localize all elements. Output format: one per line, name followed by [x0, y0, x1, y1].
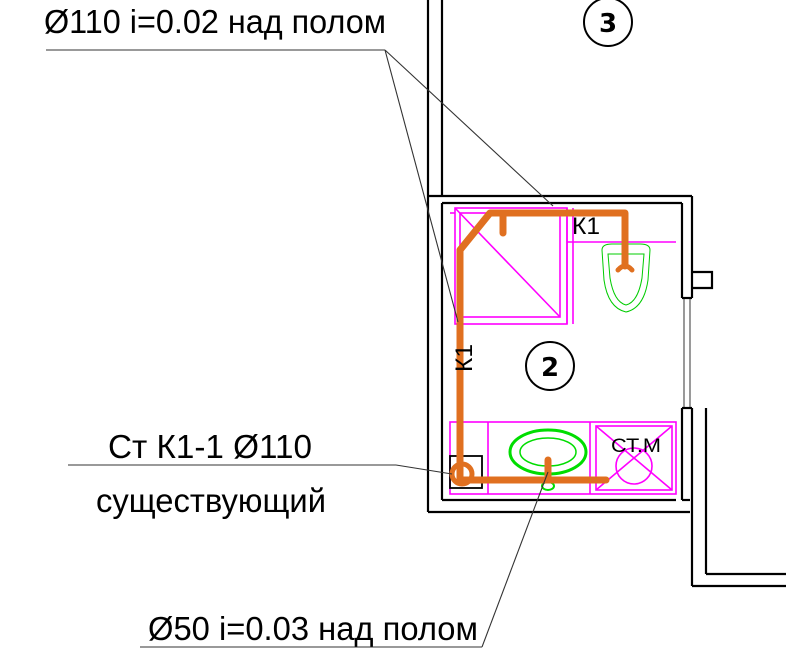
pipe-top-callout: Ø110 i=0.02 над полом [44, 3, 386, 40]
opening [683, 298, 691, 408]
room-3-circle [583, 0, 633, 47]
pipe-bottom-run [456, 468, 610, 484]
riser-note: существующий [96, 482, 326, 519]
pipe-main-run [456, 209, 629, 476]
urinal-drain [615, 447, 653, 485]
room-3-number: 3 [599, 9, 617, 39]
toilet [601, 243, 651, 313]
leader-top-2 [384, 49, 459, 323]
leaders [46, 49, 554, 648]
toilet-seat [607, 253, 645, 306]
room-2-circle [525, 341, 575, 391]
pipe-tag-top: К1 [572, 213, 600, 240]
urinal-box [595, 425, 673, 491]
leader-bottom [481, 471, 549, 648]
pipe-toilet-elbow [615, 263, 635, 273]
toilet-bowl [601, 243, 651, 313]
room-3-marker: 3 [583, 0, 633, 47]
pipe-bottom-callout: Ø50 i=0.03 над полом [148, 610, 478, 647]
room-2-number: 2 [541, 353, 559, 383]
urinal-tag: СТ.М [611, 436, 661, 457]
pipe-tag-left: К1 [451, 344, 478, 372]
leader-riser [395, 464, 453, 475]
room-2-marker: 2 [525, 341, 575, 391]
sewer-pipe [456, 209, 635, 484]
wall-notch [692, 270, 714, 290]
shower-diagonal [454, 207, 561, 318]
leader-top-1 [384, 49, 554, 207]
walls [426, 0, 786, 588]
riser-callout: Ст К1-1 Ø110 [108, 428, 312, 465]
